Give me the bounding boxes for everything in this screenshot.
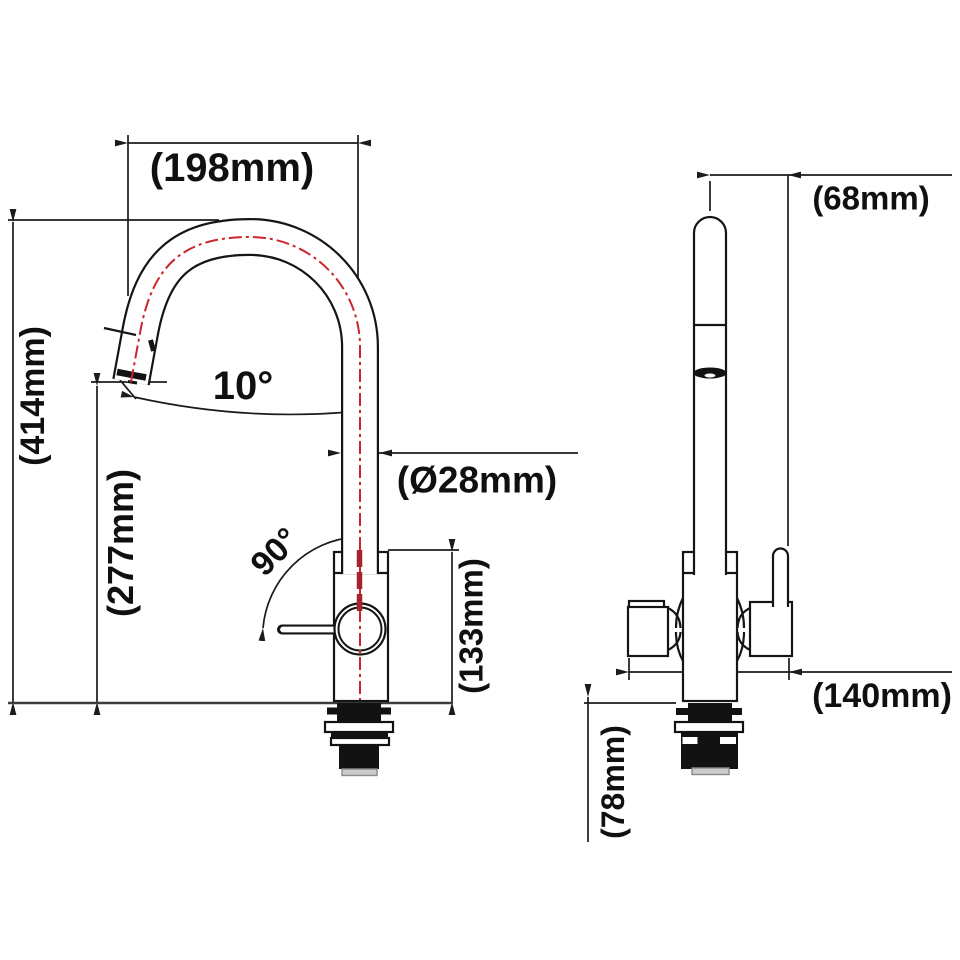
dim-label-handle-offset: (68mm) [812,179,930,217]
front-left-knob [626,599,670,658]
front-aerator [693,367,727,379]
front-right-knob [748,547,794,658]
dim-handle-swing [258,532,369,642]
tip-joint-line [103,326,137,337]
dim-label-spout-angle: 10° [212,364,274,408]
front-view-drawing [584,171,952,842]
front-fillets [667,597,751,662]
dim-body-height [388,539,459,715]
dim-label-body-height: (133mm) [452,558,490,694]
front-handle-lever [771,547,790,607]
spray-button [148,339,156,352]
dim-label-shank-depth: (78mm) [595,725,631,839]
dim-shank-depth [584,684,676,842]
dim-label-overall-height: (414mm) [14,326,52,466]
dim-label-outlet-height: (277mm) [100,468,141,618]
front-spout-pipe [692,215,728,575]
mounting-shank-side [323,703,395,777]
dim-overall-height [8,209,219,715]
dim-spout-angle [119,379,363,416]
front-aerator-highlight [704,373,716,378]
dim-handle-offset [697,171,952,546]
dim-label-spout-reach: (198mm) [149,146,315,190]
side-view-drawing [8,135,578,777]
centerline-red [130,235,361,700]
dim-label-spout-diameter: (Ø28mm) [396,459,558,501]
mounting-shank-front [673,703,745,776]
aerator-notch [127,380,138,385]
dim-label-body-width: (140mm) [812,677,952,715]
